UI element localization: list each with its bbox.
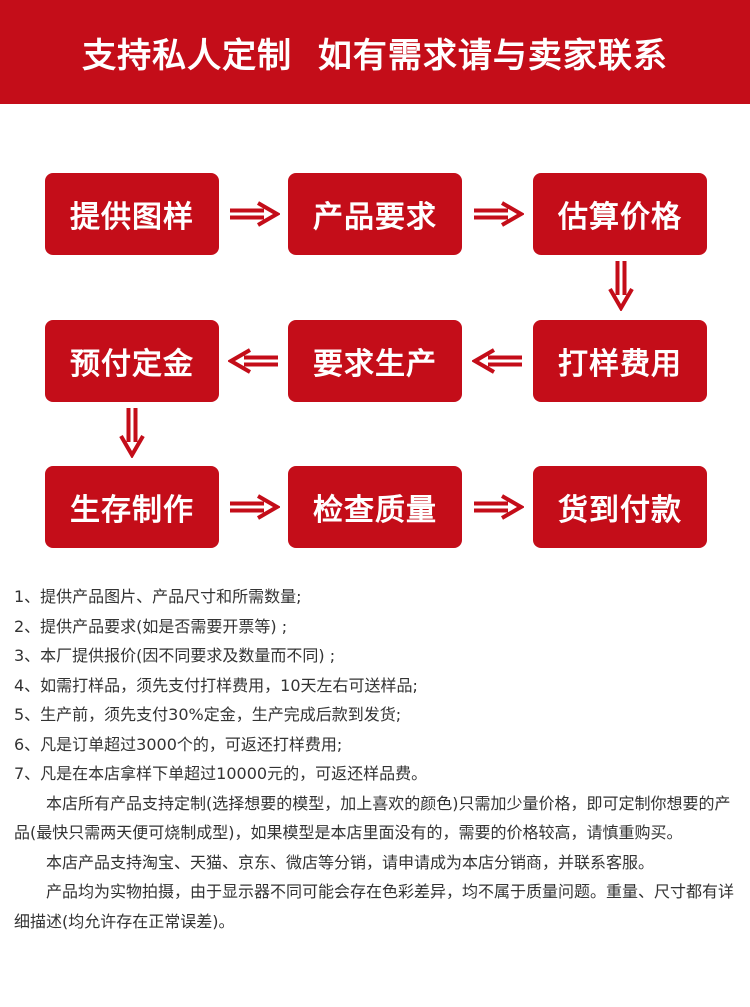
step-label: 货到付款: [558, 493, 682, 528]
step-quality-check: 检查质量: [288, 466, 462, 548]
step-label: 检查质量: [313, 493, 437, 528]
step-label: 估算价格: [558, 200, 682, 235]
header-banner: 支持私人定制 如有需求请与卖家联系: [0, 0, 750, 104]
note-item: 2、提供产品要求(如是否需要开票等) ;: [14, 616, 288, 636]
note-paragraph-customization: 本店所有产品支持定制(选择想要的模型，加上喜欢的颜色)只需加少量价格，即可定制你…: [14, 793, 731, 843]
note-paragraph-distribution: 本店产品支持淘宝、天猫、京东、微店等分销，请申请成为本店分销商，并联系客服。: [46, 852, 655, 872]
arrow-right-icon: [230, 494, 280, 520]
step-sample-fee: 打样费用: [533, 320, 707, 402]
note-item: 3、本厂提供报价(因不同要求及数量而不同) ;: [14, 646, 336, 665]
step-label: 生存制作: [70, 493, 194, 528]
step-pay-deposit: 预付定金: [45, 320, 219, 402]
arrow-down-icon: [119, 408, 145, 458]
banner-title: 支持私人定制 如有需求请与卖家联系: [82, 35, 668, 76]
arrow-left-icon: [228, 348, 278, 374]
step-request-production: 要求生产: [288, 320, 462, 402]
arrow-right-icon: [474, 201, 524, 227]
arrow-right-icon: [474, 494, 524, 520]
step-label: 要求生产: [313, 347, 437, 382]
step-label: 提供图样: [70, 200, 194, 235]
arrow-right-icon: [230, 201, 280, 227]
step-label: 打样费用: [558, 347, 682, 382]
step-production: 生存制作: [45, 466, 219, 548]
note-item: 1、提供产品图片、产品尺寸和所需数量;: [14, 587, 302, 606]
note-item: 7、凡是在本店拿样下单超过10000元的，可返还样品费。: [14, 764, 428, 783]
note-item: 4、如需打样品，须先支付打样费用，10天左右可送样品;: [14, 675, 418, 695]
terms-notes: 1、提供产品图片、产品尺寸和所需数量; 2、提供产品要求(如是否需要开票等) ;…: [14, 582, 740, 936]
step-estimate-price: 估算价格: [533, 173, 707, 255]
step-label: 预付定金: [70, 347, 194, 382]
step-label: 产品要求: [313, 200, 437, 235]
arrow-left-icon: [472, 348, 522, 374]
step-provide-drawing: 提供图样: [45, 173, 219, 255]
step-cash-on-delivery: 货到付款: [533, 466, 707, 548]
arrow-down-icon: [608, 261, 634, 311]
note-item: 5、生产前，须先支付30%定金，生产完成后款到发货;: [14, 705, 402, 724]
step-product-requirements: 产品要求: [288, 173, 462, 255]
note-item: 6、凡是订单超过3000个的，可返还打样费用;: [14, 734, 343, 754]
note-paragraph-disclaimer: 产品均为实物拍摄，由于显示器不同可能会存在色彩差异，均不属于质量问题。重量、尺寸…: [14, 882, 735, 931]
